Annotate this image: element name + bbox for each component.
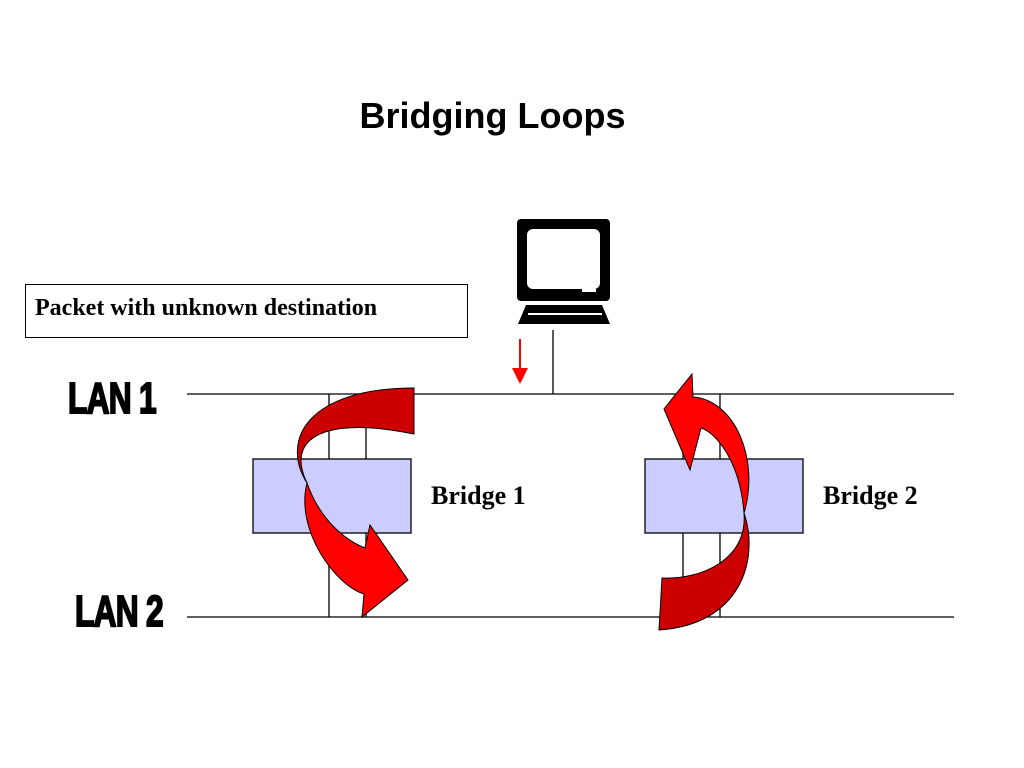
page-title: Bridging Loops: [359, 95, 626, 136]
lan-1-label: LAN 1: [67, 373, 157, 424]
bridge-1-box: [252, 458, 412, 534]
computer-icon: [517, 219, 610, 324]
packet-label-box: Packet with unknown destination: [25, 284, 468, 338]
bridge2-loop-arrow-icon: [658, 372, 750, 631]
lan-2-label: LAN 2: [74, 586, 164, 637]
bridge-2-label: Bridge 2: [823, 481, 918, 510]
bridge-1-label: Bridge 1: [431, 481, 526, 510]
bridge-2-box: [644, 458, 804, 534]
bridge1-loop-arrow-icon: [297, 387, 415, 619]
packet-label: Packet with unknown destination: [35, 295, 378, 321]
down-arrow-icon: [512, 339, 528, 384]
